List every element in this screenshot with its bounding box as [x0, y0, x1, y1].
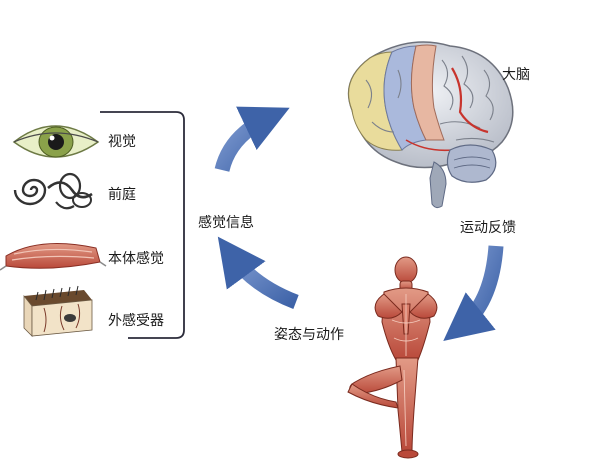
sense-label-proprioception: 本体感觉: [108, 251, 164, 267]
sense-label-exteroceptor: 外感受器: [108, 313, 164, 329]
inner-ear-icon: [13, 172, 93, 210]
human-figure-illustration: [347, 256, 438, 459]
cycle-label-brain: 大脑: [502, 67, 530, 83]
skin-receptor-icon: [23, 285, 93, 337]
cycle-label-motor-feedback: 运动反馈: [460, 220, 516, 236]
brain-illustration: [347, 41, 514, 209]
cycle-label-posture-action: 姿态与动作: [274, 327, 344, 343]
muscle-fiber-icon: [0, 243, 107, 271]
arrow-down-to-figure: [443, 245, 504, 342]
sense-label-vision: 视觉: [108, 134, 136, 150]
cycle-label-sensory-info: 感觉信息: [198, 215, 254, 231]
eye-icon: [12, 125, 100, 158]
arrow-up-to-brain: [214, 106, 290, 173]
sense-label-vestibular: 前庭: [108, 187, 136, 203]
arrow-up-to-sensory: [217, 236, 299, 310]
senses-bracket: [100, 111, 185, 339]
